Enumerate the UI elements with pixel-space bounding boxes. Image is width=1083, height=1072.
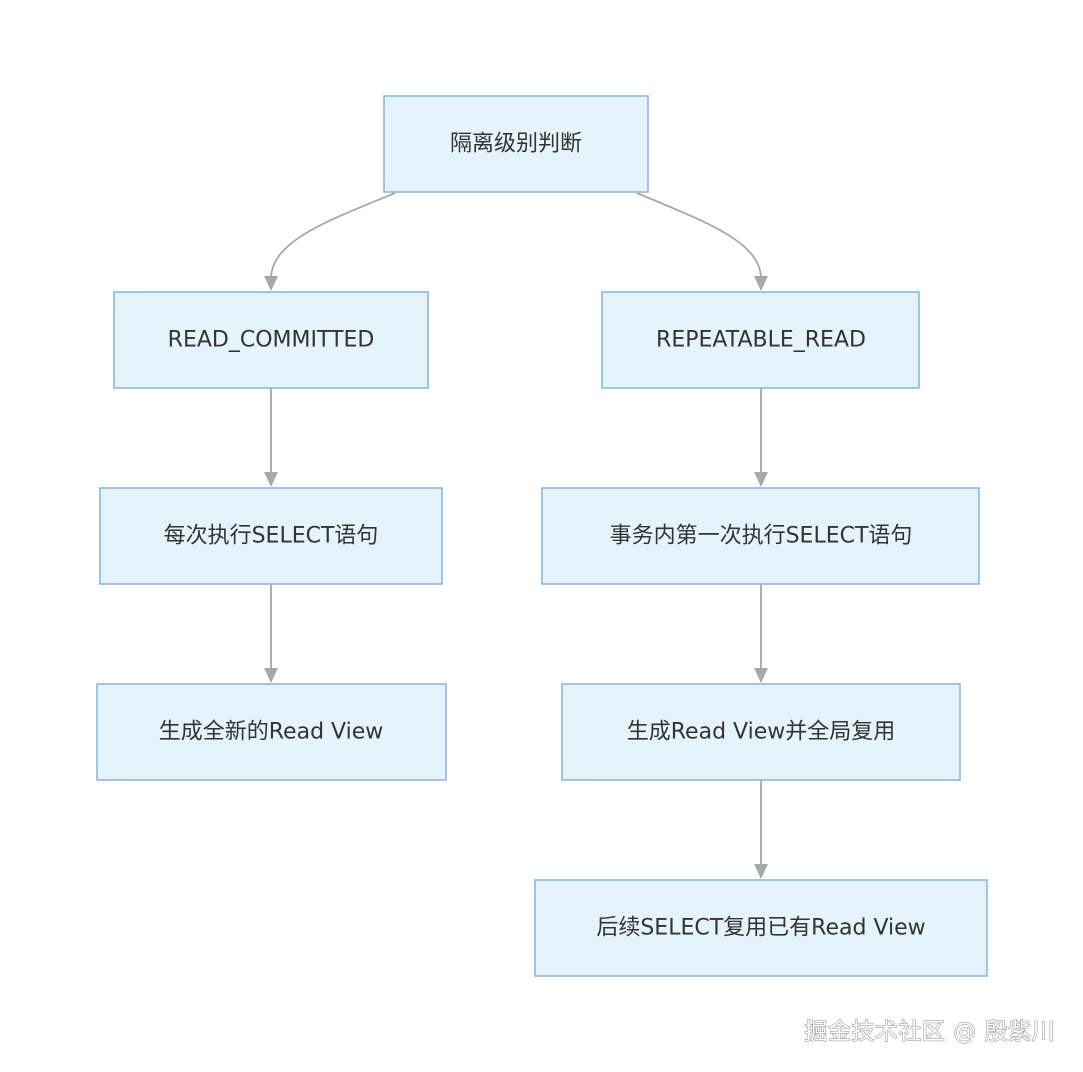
edge-root-to-repeatable-read <box>636 192 762 279</box>
node-isolation-level-check: 隔离级别判断 <box>383 95 649 193</box>
arrowhead-rr-view <box>754 668 768 683</box>
node-rc-select: 每次执行SELECT语句 <box>99 487 443 585</box>
node-read-committed: READ_COMMITTED <box>113 291 429 389</box>
node-rr-first-select: 事务内第一次执行SELECT语句 <box>541 487 980 585</box>
node-rr-reuse-read-view-label: 后续SELECT复用已有Read View <box>596 916 925 941</box>
arrowhead-rr-reuse <box>754 864 768 879</box>
arrowhead-rr-select <box>754 472 768 487</box>
node-repeatable-read: REPEATABLE_READ <box>601 291 920 389</box>
arrowhead-repeatable-read <box>754 276 768 291</box>
arrowhead-rc-view <box>264 668 278 683</box>
nodes: 隔离级别判断 READ_COMMITTED REPEATABLE_READ 每次… <box>96 95 988 977</box>
edge-root-to-read-committed <box>270 192 396 279</box>
node-rr-global-read-view: 生成Read View并全局复用 <box>561 683 961 781</box>
node-rc-new-read-view: 生成全新的Read View <box>96 683 447 781</box>
node-read-committed-label: READ_COMMITTED <box>168 328 375 353</box>
watermark: 掘金技术社区 @ 殷紫川 <box>804 1019 1055 1046</box>
node-rc-new-read-view-label: 生成全新的Read View <box>159 720 383 745</box>
arrowhead-rc-select <box>264 472 278 487</box>
node-rr-global-read-view-label: 生成Read View并全局复用 <box>627 720 895 745</box>
node-isolation-level-check-label: 隔离级别判断 <box>450 132 582 157</box>
node-rr-first-select-label: 事务内第一次执行SELECT语句 <box>610 524 913 549</box>
node-rc-select-label: 每次执行SELECT语句 <box>164 524 379 549</box>
node-repeatable-read-label: REPEATABLE_READ <box>656 328 866 353</box>
arrowhead-read-committed <box>264 276 278 291</box>
node-rr-reuse-read-view: 后续SELECT复用已有Read View <box>534 879 988 977</box>
edges <box>264 192 768 879</box>
